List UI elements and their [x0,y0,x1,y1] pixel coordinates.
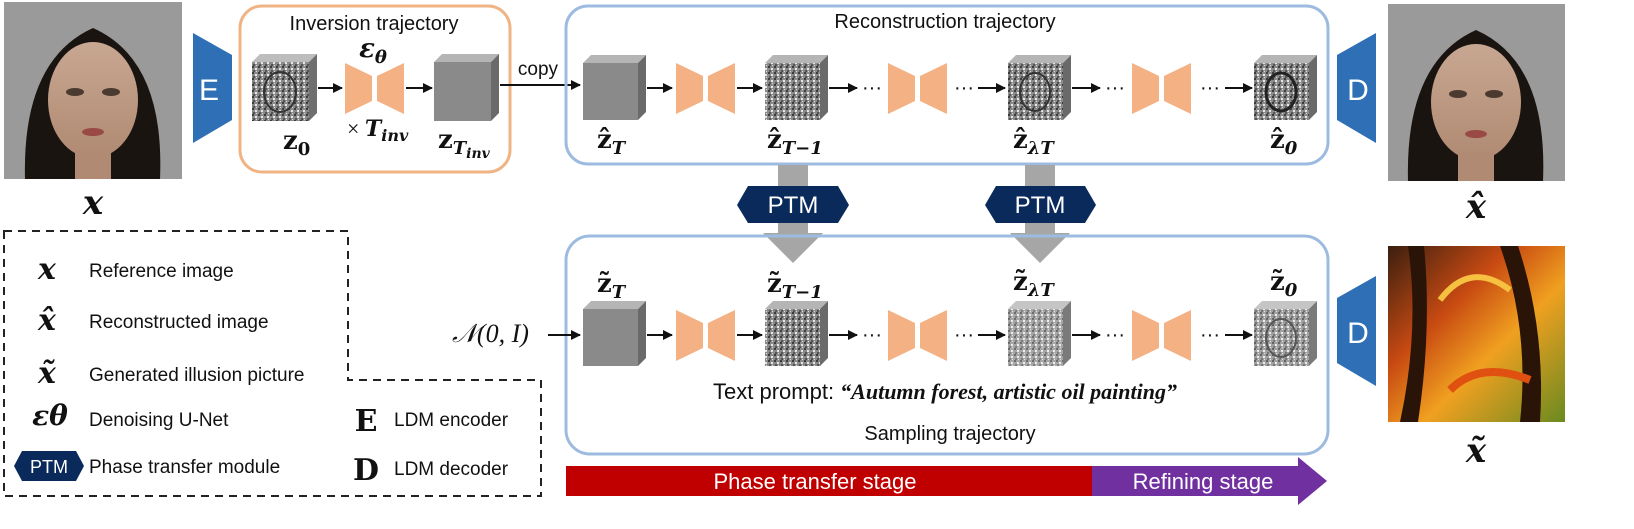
legend-text: Reference image [89,261,234,282]
unet-block [1132,310,1191,361]
recon-cube-T-1 [765,55,828,120]
recon-label-lambdaT: ẑλT [1013,125,1055,159]
refining-stage-label: Refining stage [1133,469,1274,494]
noise-distribution-label: 𝒩(0, I) [452,319,529,348]
svg-text:PTM: PTM [30,457,68,477]
unet-block [888,63,947,114]
legend-text: Reconstructed image [89,312,269,333]
refining-stage-bar [1092,457,1327,505]
legend-box [3,230,542,497]
ellipsis: ··· [1200,77,1220,99]
reference-image [4,2,182,179]
sampling-title: Sampling trajectory [864,423,1035,445]
epsilon-label: εθ [359,34,387,68]
legend-ptm-icon: PTM [14,451,84,481]
ellipsis: ··· [1105,324,1125,346]
legend-text: LDM decoder [394,459,509,480]
ellipsis: ··· [954,324,974,346]
sample-label-T: z̃T [597,269,627,303]
decoder-block-top: D [1337,33,1376,143]
reconstructed-image [1388,4,1565,181]
legend-symbol-D: D [353,453,379,488]
sample-label-lambdaT: z̃λT [1013,267,1055,301]
legend: x Reference image x̂ Reconstructed image… [14,252,509,488]
sample-cube-T-1 [765,301,828,366]
stage-bar: Phase transfer stage Refining stage [566,457,1327,505]
inversion-trajectory-box [238,4,512,174]
sampling-trajectory-box [564,234,1330,456]
legend-text: Phase transfer module [89,457,280,478]
copy-label: copy [518,59,559,80]
sample-label-T-1: z̃T−1 [767,269,823,303]
reconstruction-trajectory-box [564,4,1330,166]
legend-symbol-E: E [355,404,378,439]
ellipsis: ··· [1200,324,1220,346]
svg-text:E: E [199,74,219,107]
legend-text: Denoising U-Net [89,410,229,431]
recon-cube-0 [1254,55,1317,120]
svg-text:D: D [1347,74,1369,107]
recon-cube-lambdaT [1008,55,1071,120]
unet-block [888,310,947,361]
generated-illusion-image [1388,246,1565,422]
phase-transfer-stage-label: Phase transfer stage [713,469,916,494]
sample-cube-lambdaT [1008,301,1071,366]
ellipsis: ··· [862,77,882,99]
reconstruction-title: Reconstruction trajectory [834,11,1055,33]
unet-block [1132,63,1191,114]
recon-label-0: ẑ0 [1270,125,1298,159]
svg-text:D: D [1347,317,1369,350]
ptm-module-1: PTM [737,186,849,223]
unet-block [676,63,735,114]
unet-block [345,63,404,114]
recon-label-T-1: ẑT−1 [767,125,823,159]
sample-label-0: z̃0 [1270,267,1298,301]
sample-cube-0 [1254,301,1317,366]
x-hat-label: x̂ [1465,187,1487,227]
tinv-label: × Tinv [347,116,409,145]
legend-text: LDM encoder [394,410,509,431]
ellipsis: ··· [954,77,974,99]
legend-text: Generated illusion picture [89,365,304,386]
legend-symbol-x-tilde: x̃ [37,356,57,391]
latent-cube-z0 [252,54,317,121]
svg-text:PTM: PTM [768,192,819,219]
ellipsis: ··· [862,324,882,346]
legend-symbol-x: x [37,252,57,287]
unet-block [676,310,735,361]
recon-cube-T [583,55,646,120]
encoder-block: E [193,33,232,143]
z0-label: z0 [283,126,310,160]
inversion-title: Inversion trajectory [290,13,459,35]
ptm-module-2: PTM [985,186,1096,223]
text-prompt: Text prompt: “Autumn forest, artistic oi… [713,379,1177,404]
sample-cube-T [583,301,646,366]
x-label: x [82,183,104,223]
legend-symbol-epsilon: εθ [32,399,68,432]
recon-label-T: ẑT [597,125,627,159]
x-tilde-label: x̃ [1465,431,1487,471]
svg-text:PTM: PTM [1015,192,1066,219]
latent-cube-zt [434,54,499,121]
legend-symbol-x-hat: x̂ [37,303,57,338]
phase-transfer-stage-bar [566,466,1092,496]
zt-inv-label: zTinv [438,125,491,162]
decoder-block-bottom: D [1337,276,1376,386]
ellipsis: ··· [1105,77,1125,99]
